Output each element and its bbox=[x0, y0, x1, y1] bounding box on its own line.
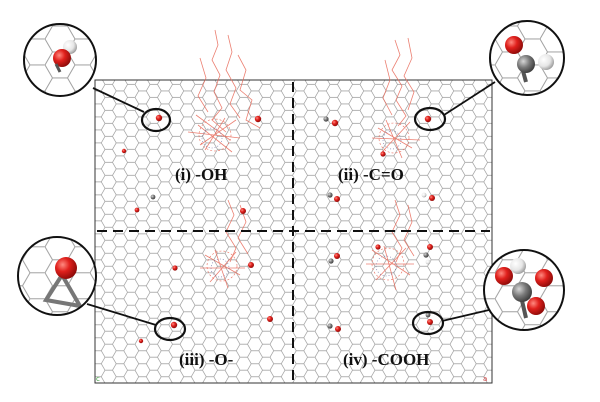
quadrant-label-iv: (iv) -COOH bbox=[343, 350, 430, 369]
quadrant-label-ii: (ii) -C=O bbox=[338, 165, 404, 184]
polymer-chain-ii bbox=[371, 37, 421, 159]
hydroxyl-group-icon bbox=[23, 23, 97, 97]
quadrant-label-iii: (iii) -O- bbox=[179, 350, 234, 369]
polymer-chain-i bbox=[187, 29, 261, 153]
epoxy-group-icon bbox=[17, 236, 97, 316]
surface-atoms bbox=[121, 114, 435, 344]
carboxyl-group-icon bbox=[483, 249, 565, 331]
corner-marker-right: a bbox=[483, 375, 487, 383]
polymer-coil-i bbox=[198, 118, 232, 152]
inset-callouts bbox=[86, 81, 496, 342]
polymer-coil-iv bbox=[371, 247, 405, 281]
quadrant-label-i: (i) -OH bbox=[175, 165, 228, 184]
carbonyl-group-icon bbox=[489, 20, 565, 96]
corner-marker-left: c bbox=[96, 375, 100, 383]
polymer-coil-ii bbox=[378, 122, 410, 154]
polymer-coil-iii bbox=[206, 250, 238, 282]
